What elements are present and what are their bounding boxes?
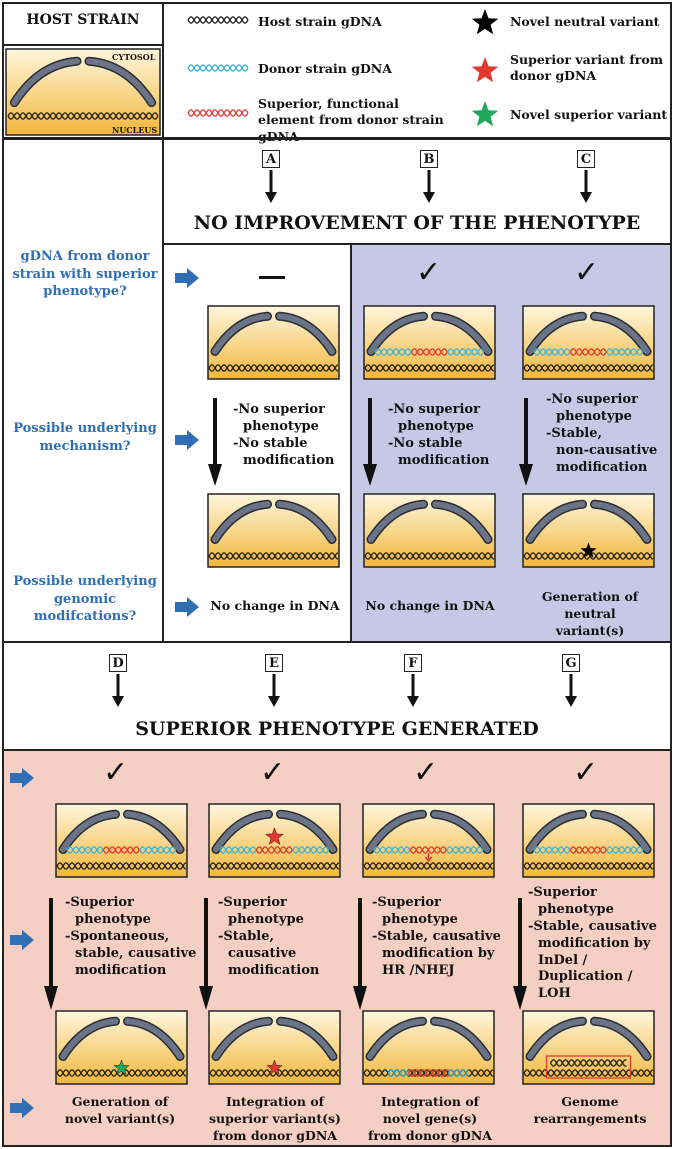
legend-superior-star-label: Superior variant from donor gDNA <box>510 52 663 84</box>
cell-e-before <box>208 803 341 878</box>
col-a-dash <box>259 276 285 279</box>
cell-d-before <box>55 803 188 878</box>
col-d-result: Generation of novel variant(s) <box>64 1094 176 1126</box>
col-d-check: ✓ <box>103 755 129 790</box>
arrow-e <box>268 674 280 707</box>
arrow-g <box>565 674 577 707</box>
legend-neutral-star-icon <box>471 9 499 35</box>
mech-arrow-b <box>363 398 377 486</box>
legend-donor-dna-icon <box>187 64 249 72</box>
col-g-result: Genome rearrangements <box>533 1094 647 1126</box>
cell-g-before <box>522 803 655 878</box>
mech-arrow-d <box>44 898 58 1010</box>
legend-novel-star-label: Novel superior variant <box>510 107 668 122</box>
col-b-result: No change in DNA <box>365 598 495 613</box>
col-g-check: ✓ <box>573 755 599 790</box>
legend-host-dna-icon <box>187 16 249 24</box>
blue-arrow-b2 <box>10 930 34 950</box>
col-e-check: ✓ <box>260 755 286 790</box>
letter-e: E <box>265 654 283 672</box>
legend-superior-dna-icon <box>187 109 249 117</box>
arrow-b <box>423 170 435 203</box>
letter-c: C <box>577 150 595 168</box>
arrow-f <box>407 674 419 707</box>
mech-arrow-e <box>199 898 213 1010</box>
cell-e-after <box>208 1010 341 1085</box>
letter-a: A <box>262 150 280 168</box>
blue-arrow-b3 <box>10 1098 34 1118</box>
question-mechanism: Possible underlying mechanism? <box>13 421 157 454</box>
bottom-heading: SUPERIOR PHENOTYPE GENERATED <box>135 718 539 740</box>
col-c-result: Generation of neutral variant(s) <box>541 589 639 638</box>
cell-g-after <box>522 1010 655 1085</box>
arrow-d <box>112 674 124 707</box>
letter-g: G <box>562 654 580 672</box>
letter-b: B <box>420 150 438 168</box>
blue-arrow-q2 <box>175 430 199 450</box>
question-gdna-donor: gDNA from donor strain with superior phe… <box>12 249 158 300</box>
legend-host-dna-label: Host strain gDNA <box>258 14 382 29</box>
legend-cell <box>5 48 161 136</box>
letter-d: D <box>109 654 127 672</box>
col-b-check: ✓ <box>416 255 442 290</box>
legend-donor-dna-label: Donor strain gDNA <box>258 61 392 76</box>
blue-arrow-b1 <box>10 768 34 788</box>
cell-d-after <box>55 1010 188 1085</box>
top-heading: NO IMPROVEMENT OF THE PHENOTYPE <box>193 212 641 234</box>
col-f-result: Integration of novel gene(s) from donor … <box>367 1094 493 1143</box>
blue-arrow-q3 <box>175 597 199 617</box>
host-strain-title: HOST STRAIN <box>26 12 140 28</box>
mech-arrow-g <box>513 898 527 1010</box>
cytosol-label: CYTOSOL <box>112 52 156 62</box>
col-e-result: Integration of superior variant(s) from … <box>209 1094 341 1143</box>
cell-a-after <box>207 493 340 568</box>
mech-arrow-c <box>519 398 533 486</box>
legend-neutral-star-label: Novel neutral variant <box>510 14 660 29</box>
legend-superior-star-icon <box>471 57 499 83</box>
col-f-check: ✓ <box>413 755 439 790</box>
cell-a-before <box>207 305 340 380</box>
arrow-a <box>265 170 277 203</box>
question-genomic-mod: Possible underlying genomic modifcations… <box>13 574 157 625</box>
host-strain-divider <box>2 44 164 46</box>
col-c-check: ✓ <box>574 255 600 290</box>
mech-arrow-f <box>353 898 367 1010</box>
blue-arrow-q1 <box>175 268 199 288</box>
cell-b-after <box>363 493 496 568</box>
cell-c-before <box>522 305 655 380</box>
cell-f-before <box>362 803 495 878</box>
cell-f-after <box>362 1010 495 1085</box>
legend-novel-star-icon <box>471 101 499 127</box>
letter-f: F <box>404 654 422 672</box>
nucleus-label: NUCLEUS <box>112 125 158 135</box>
col-a-result: No change in DNA <box>210 598 340 613</box>
cell-b-before <box>363 305 496 380</box>
questions-column-box <box>2 138 164 643</box>
arrow-c <box>580 170 592 203</box>
cell-c-after <box>522 493 655 568</box>
mech-arrow-a <box>208 398 222 486</box>
